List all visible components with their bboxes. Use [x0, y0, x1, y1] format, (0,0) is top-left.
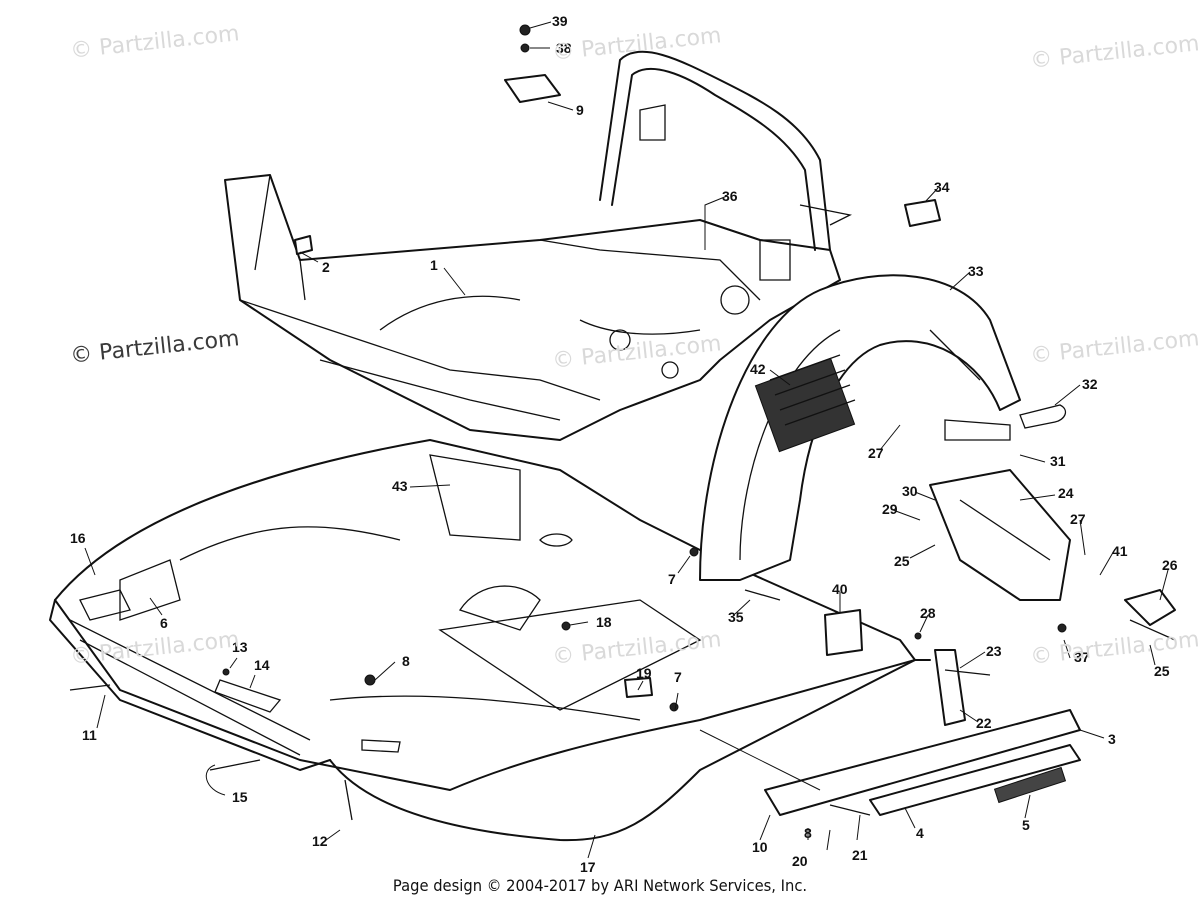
callout-15: 15: [232, 789, 248, 805]
tunnel: [699, 274, 1021, 581]
callout-33: 33: [968, 263, 984, 279]
callout-27b: 27: [1070, 511, 1086, 527]
callout-8b: 8: [804, 825, 812, 841]
callout-36: 36: [722, 188, 738, 204]
callout-labels: 1 2 3 4 5 6 7 7 8 8 9 10 11 12 13 14 15 …: [70, 13, 1178, 875]
callout-20: 20: [792, 853, 808, 869]
callout-4: 4: [916, 825, 924, 841]
callout-42: 42: [750, 361, 766, 377]
callout-34: 34: [934, 179, 950, 195]
callout-23: 23: [986, 643, 1002, 659]
rear-bracket: [929, 419, 1071, 601]
callout-10: 10: [752, 839, 768, 855]
callout-1: 1: [430, 257, 438, 273]
callout-7b: 7: [674, 669, 682, 685]
callout-12: 12: [312, 833, 328, 849]
leader-lines: [84, 21, 1169, 859]
callout-35: 35: [728, 609, 744, 625]
callout-25a: 25: [894, 553, 910, 569]
callout-26: 26: [1162, 557, 1178, 573]
callout-22: 22: [976, 715, 992, 731]
footer-credit: Page design © 2004-2017 by ARI Network S…: [392, 876, 808, 895]
callout-18: 18: [596, 614, 612, 630]
callout-21: 21: [852, 847, 868, 863]
callout-39: 39: [552, 13, 568, 29]
callout-43: 43: [392, 478, 408, 494]
handlebar-support: [599, 50, 852, 281]
callout-25b: 25: [1154, 663, 1170, 679]
callout-30: 30: [902, 483, 918, 499]
callout-16: 16: [70, 530, 86, 546]
callout-13: 13: [232, 639, 248, 655]
callout-17: 17: [580, 859, 596, 875]
callout-6: 6: [160, 615, 168, 631]
callout-7a: 7: [668, 571, 676, 587]
small-parts: [69, 24, 1176, 821]
callout-8a: 8: [402, 653, 410, 669]
callout-41: 41: [1112, 543, 1128, 559]
callout-27a: 27: [868, 445, 884, 461]
callout-11: 11: [82, 727, 97, 743]
callout-14: 14: [254, 657, 270, 673]
callout-37: 37: [1074, 649, 1090, 665]
callout-3: 3: [1108, 731, 1116, 747]
callout-32: 32: [1082, 376, 1098, 392]
callout-24: 24: [1058, 485, 1074, 501]
callout-5: 5: [1022, 817, 1030, 833]
belly-pan: [49, 439, 931, 842]
main-frame: [224, 174, 841, 441]
callout-9: 9: [576, 102, 584, 118]
callout-31: 31: [1050, 453, 1066, 469]
callout-40: 40: [832, 581, 848, 597]
callout-19: 19: [636, 665, 652, 681]
callout-28: 28: [920, 605, 936, 621]
callout-29: 29: [882, 501, 898, 517]
callout-2: 2: [322, 259, 330, 275]
callout-38: 38: [556, 40, 572, 56]
